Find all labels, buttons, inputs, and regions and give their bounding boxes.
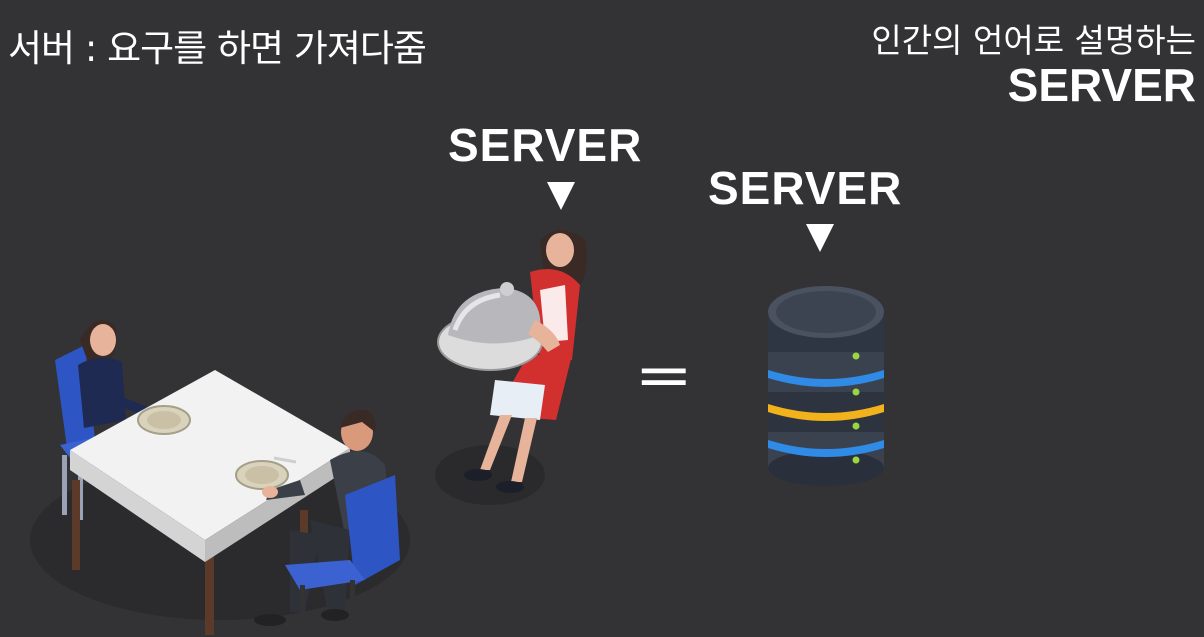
caption-left: 서버 : 요구를 하면 가져다줌 (8, 27, 427, 70)
equals-sign: == (640, 352, 687, 401)
cloche-dome (448, 288, 541, 344)
machine-server-label: SERVER (708, 162, 903, 214)
table-top (70, 370, 350, 540)
waiter-down-arrow (547, 182, 575, 210)
server-machine (768, 286, 884, 486)
caption-right-title: SERVER (1007, 59, 1196, 111)
woman-diner (78, 320, 150, 428)
dining-scene (55, 320, 400, 635)
caption-right-subtitle: 인간의 언어로 설명하는 (871, 21, 1196, 60)
waiter-figure (437, 230, 587, 493)
machine-down-arrow (806, 224, 834, 252)
chair-right-back (345, 475, 400, 585)
waiter-server-label: SERVER (448, 119, 643, 171)
chair-right-seat (285, 560, 365, 590)
